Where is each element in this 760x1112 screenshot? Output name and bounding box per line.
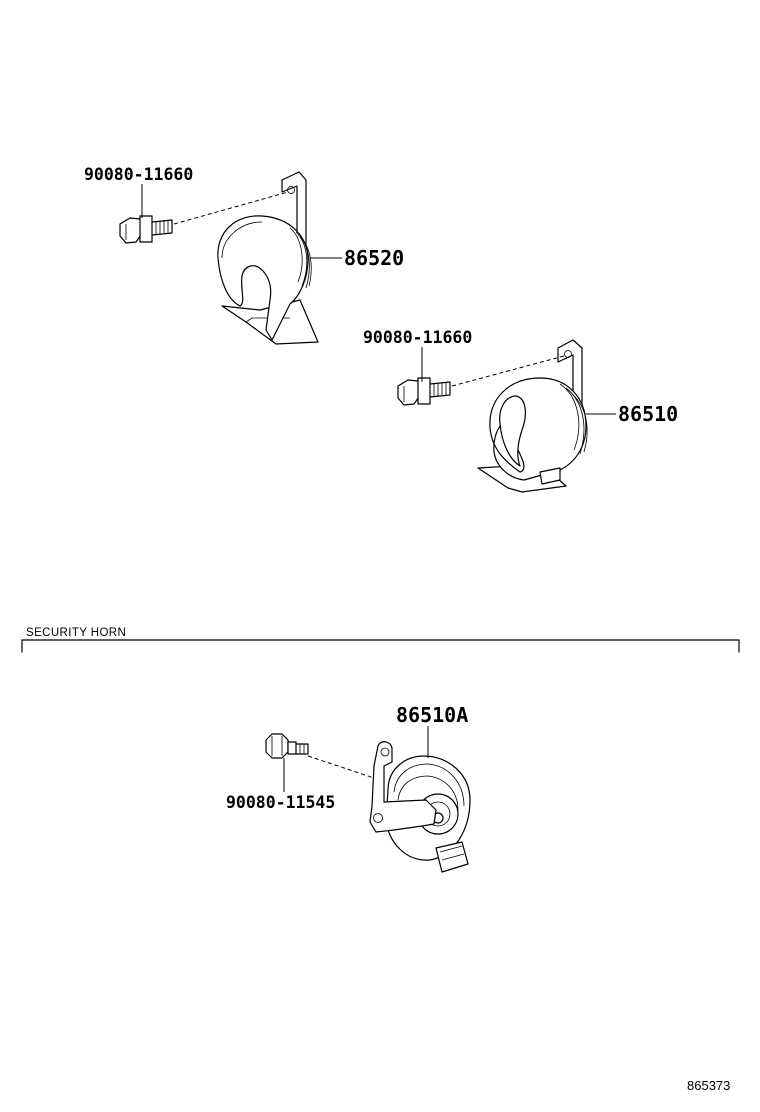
label-horn-middle: 86510 <box>618 402 678 426</box>
security-bolt-guide <box>307 755 375 779</box>
bolt-security <box>265 733 309 759</box>
section-divider <box>21 639 740 653</box>
upper-bolt-guide <box>173 191 289 225</box>
horn-86520-body <box>217 215 309 341</box>
label-bolt-middle: 90080-11660 <box>363 328 472 347</box>
horn-86520-bracket-hole <box>287 186 295 194</box>
label-horn-security: 86510A <box>396 703 468 727</box>
bolt-middle <box>397 377 451 406</box>
bolt-upper <box>119 215 173 244</box>
diagram-id: 865373 <box>687 1078 730 1093</box>
label-horn-upper: 86520 <box>344 246 404 270</box>
label-bolt-upper: 90080-11660 <box>84 165 193 184</box>
label-bolt-security: 90080-11545 <box>226 793 335 812</box>
horn-86520-assembly <box>217 171 319 345</box>
middle-bolt-guide <box>451 355 565 387</box>
horn-86510A-assembly <box>369 741 471 873</box>
horn-86510A-bracket <box>369 741 437 833</box>
horn-86510-assembly <box>477 339 588 493</box>
horn-86510-bracket-hole <box>564 350 572 358</box>
section-title: SECURITY HORN <box>26 627 126 639</box>
